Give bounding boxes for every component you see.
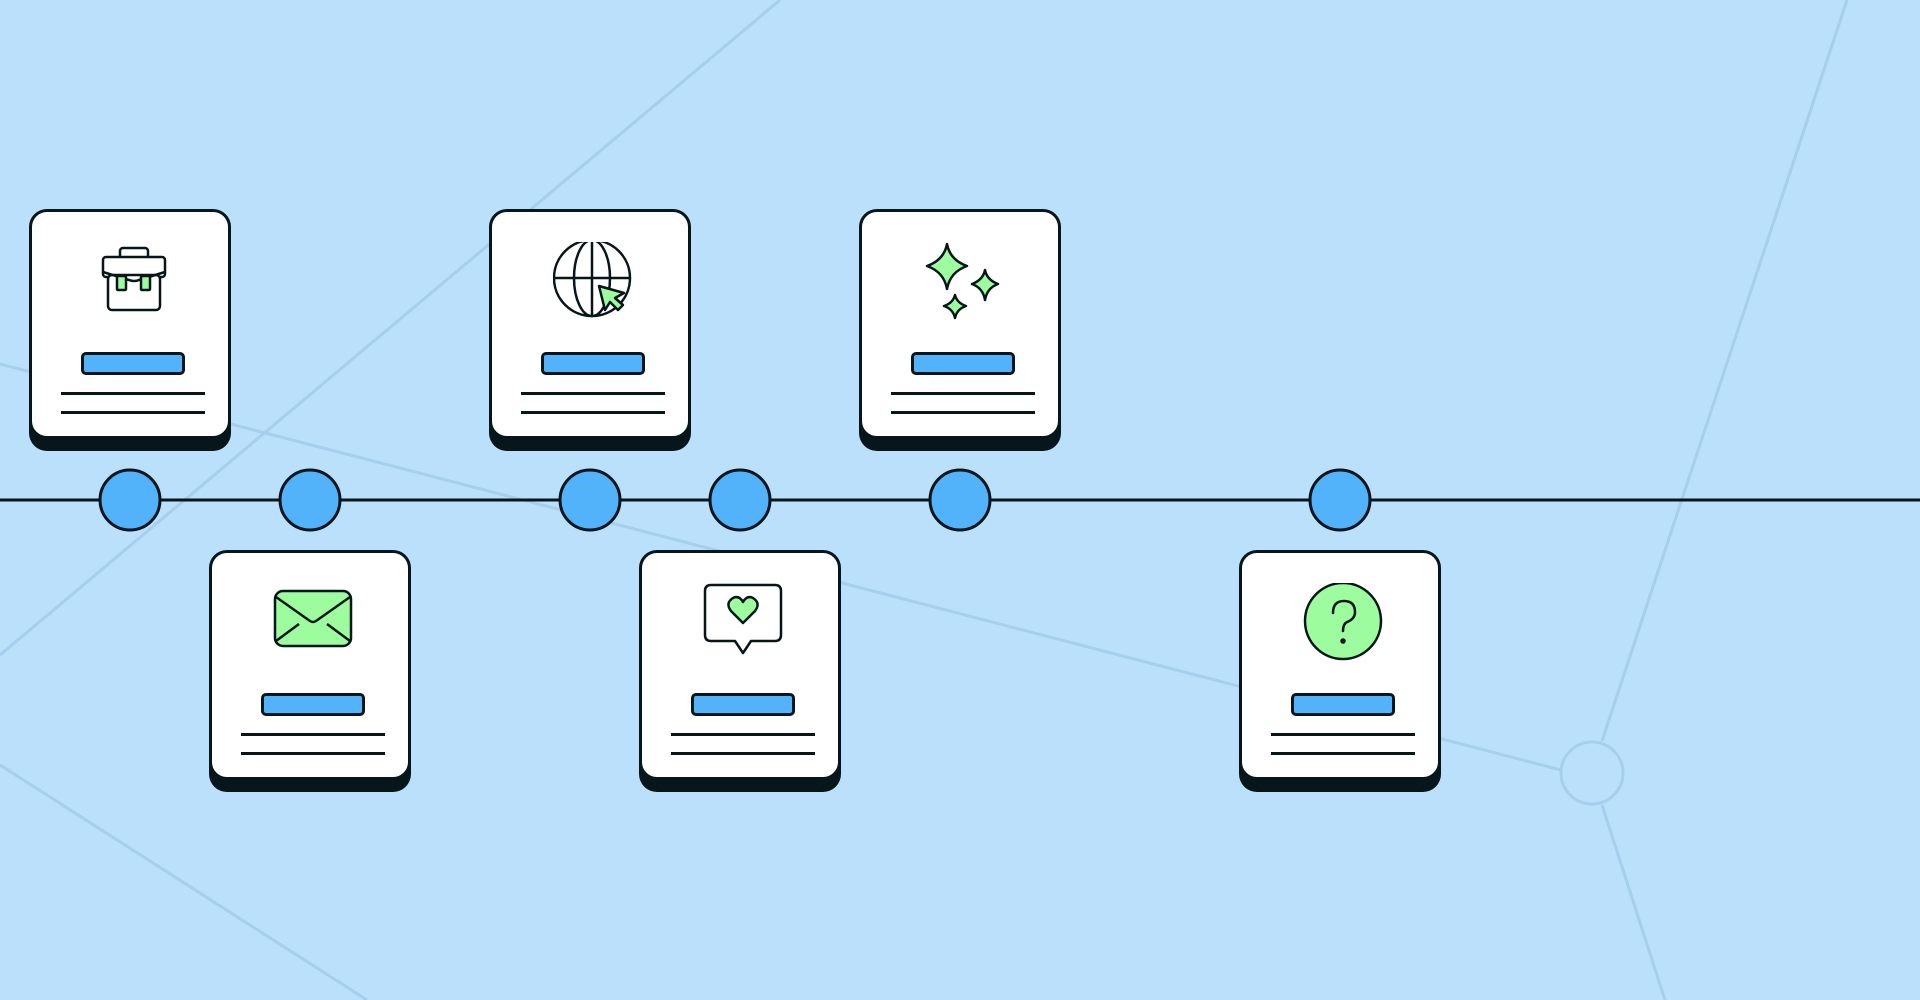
card-text-line — [1271, 733, 1415, 736]
card-title-placeholder — [691, 693, 795, 716]
card-title-placeholder — [911, 352, 1015, 375]
timeline-node[interactable] — [558, 468, 622, 532]
card-title-placeholder — [541, 352, 645, 375]
sparkles-icon — [925, 242, 1000, 320]
timeline-card[interactable] — [29, 209, 231, 451]
timeline-card[interactable] — [859, 209, 1061, 451]
card-text-line — [671, 733, 815, 736]
bg-line — [0, 763, 368, 1000]
question-icon — [1303, 583, 1383, 661]
timeline-card[interactable] — [209, 550, 411, 792]
heart-chat-icon — [703, 583, 783, 655]
card-text-line — [61, 411, 205, 414]
card-text-line — [521, 392, 665, 395]
card-text-line — [61, 392, 205, 395]
briefcase-icon — [101, 246, 167, 312]
card-text-line — [521, 411, 665, 414]
timeline-card[interactable] — [1239, 550, 1441, 792]
timeline-node[interactable] — [98, 468, 162, 532]
globe-cursor-icon — [553, 242, 632, 318]
bg-line — [1600, 804, 1667, 1000]
card-body — [859, 209, 1061, 439]
timeline-node[interactable] — [1308, 468, 1372, 532]
timeline-card[interactable] — [489, 209, 691, 451]
card-text-line — [1271, 752, 1415, 755]
card-title-placeholder — [1291, 693, 1395, 716]
card-title-placeholder — [261, 693, 365, 716]
card-text-line — [891, 392, 1035, 395]
card-body — [1239, 550, 1441, 780]
card-text-line — [671, 752, 815, 755]
card-body — [489, 209, 691, 439]
card-title-placeholder — [81, 352, 185, 375]
card-body — [639, 550, 841, 780]
bg-node — [1559, 740, 1625, 806]
timeline-card[interactable] — [639, 550, 841, 792]
card-text-line — [241, 752, 385, 755]
card-body — [29, 209, 231, 439]
timeline-node[interactable] — [708, 468, 772, 532]
timeline-node[interactable] — [278, 468, 342, 532]
card-text-line — [891, 411, 1035, 414]
card-body — [209, 550, 411, 780]
card-text-line — [241, 733, 385, 736]
envelope-icon — [273, 589, 353, 648]
bg-line — [1600, 0, 1849, 742]
timeline-node[interactable] — [928, 468, 992, 532]
bg-line — [0, 0, 781, 657]
